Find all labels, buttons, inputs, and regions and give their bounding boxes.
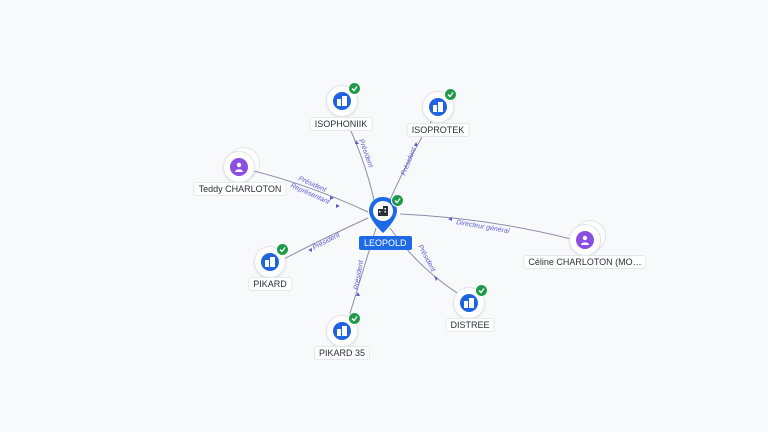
check-icon	[348, 82, 361, 95]
center-node-label[interactable]: LEOPOLD	[359, 236, 412, 250]
check-icon	[348, 312, 361, 325]
node-label-isoprotek[interactable]: ISOPROTEK	[407, 124, 469, 136]
node-label-isophoniik[interactable]: ISOPHONIIK	[310, 118, 372, 130]
node-label-pikard-35[interactable]: PIKARD 35	[314, 347, 370, 359]
node-celine-charloton[interactable]	[570, 221, 605, 255]
node-pikard-35[interactable]	[327, 312, 361, 346]
node-label-teddy-charloton[interactable]: Teddy CHARLOTON	[194, 183, 286, 195]
building-icon	[333, 92, 351, 110]
node-label-distree[interactable]: DISTREE	[446, 319, 494, 331]
check-icon	[444, 88, 457, 101]
building-icon	[261, 253, 279, 271]
arrow-isophoniik	[355, 140, 359, 144]
person-icon	[230, 158, 248, 176]
check-icon	[391, 194, 404, 207]
building-icon	[378, 206, 388, 216]
check-icon	[475, 284, 488, 297]
edge-label-isoprotek: Président	[400, 146, 418, 177]
node-isophoniik[interactable]	[327, 82, 361, 116]
edge-pikard	[281, 217, 369, 261]
edge-label-pikard: Président	[312, 231, 342, 252]
edge-teddy	[249, 169, 369, 213]
node-isoprotek[interactable]	[423, 88, 457, 122]
edge-label-pikard35: Président	[353, 259, 365, 290]
arrow-pikard	[308, 248, 312, 252]
building-icon	[429, 98, 447, 116]
person-icon	[576, 231, 594, 249]
edge-label-isophoniik: Président	[357, 138, 374, 169]
node-teddy-charloton[interactable]	[224, 148, 259, 182]
building-icon	[333, 322, 351, 340]
edge-celine	[399, 213, 576, 241]
arrow-distree	[434, 276, 438, 281]
arrow-teddy-2	[336, 204, 340, 208]
arrow-isoprotek	[414, 142, 418, 146]
node-pikard[interactable]	[255, 243, 289, 277]
pin-icon	[369, 197, 397, 233]
arrow-pikard35	[356, 292, 360, 296]
arrow-celine	[448, 217, 452, 221]
arrow-teddy	[330, 196, 334, 200]
building-icon	[460, 294, 478, 312]
node-distree[interactable]	[454, 284, 488, 318]
node-label-celine-charloton[interactable]: Céline CHARLOTON (MO…	[524, 256, 646, 268]
check-icon	[276, 243, 289, 256]
center-node-pin[interactable]	[368, 194, 404, 234]
node-label-pikard[interactable]: PIKARD	[249, 278, 291, 290]
